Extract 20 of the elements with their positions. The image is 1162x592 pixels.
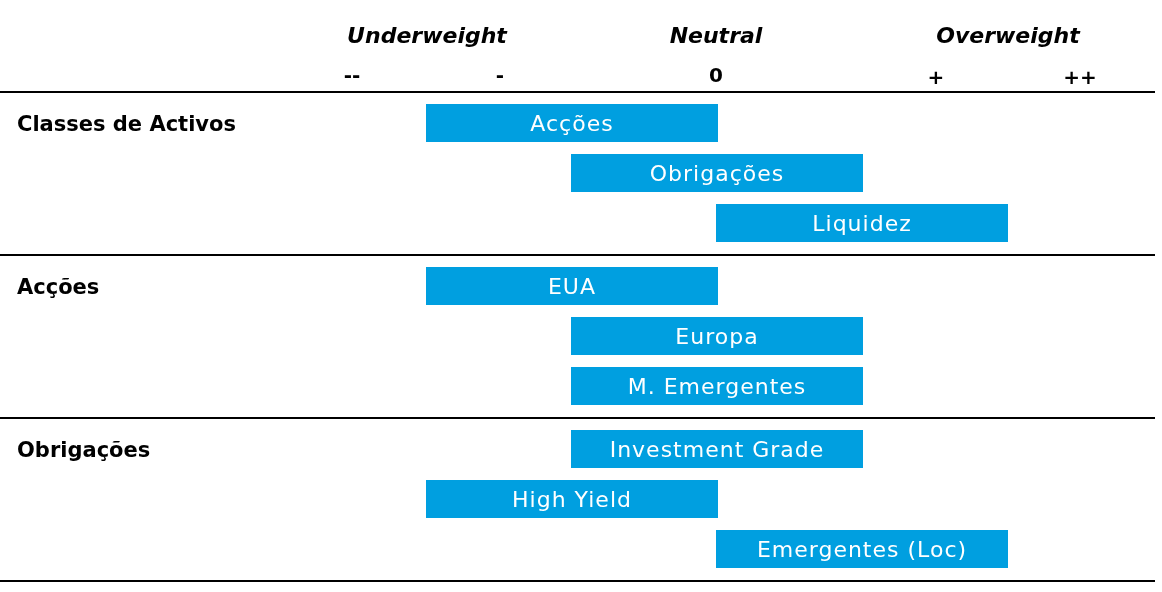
scale-tick-label: ++	[1063, 65, 1097, 89]
bar: Obrigações	[571, 154, 863, 192]
scale-tick-label: 0	[709, 63, 723, 87]
bar: M. Emergentes	[571, 367, 863, 405]
axis-heading: Overweight	[936, 22, 1080, 48]
section-heading: Acções	[17, 275, 100, 299]
axis-heading: Neutral	[669, 22, 763, 48]
bar: Liquidez	[716, 204, 1008, 242]
axis-heading: Underweight	[347, 22, 507, 48]
bar: High Yield	[426, 480, 718, 518]
section-heading: Obrigações	[17, 438, 151, 462]
bar: EUA	[426, 267, 718, 305]
section-heading: Classes de Activos	[17, 112, 236, 136]
bar: Europa	[571, 317, 863, 355]
bar: Emergentes (Loc)	[716, 530, 1008, 568]
bar: Acções	[426, 104, 718, 142]
scale-tick-label: -	[495, 63, 505, 87]
bar: Investment Grade	[571, 430, 863, 468]
scale-tick-label: --	[343, 63, 361, 87]
scale-tick-label: +	[927, 65, 945, 89]
